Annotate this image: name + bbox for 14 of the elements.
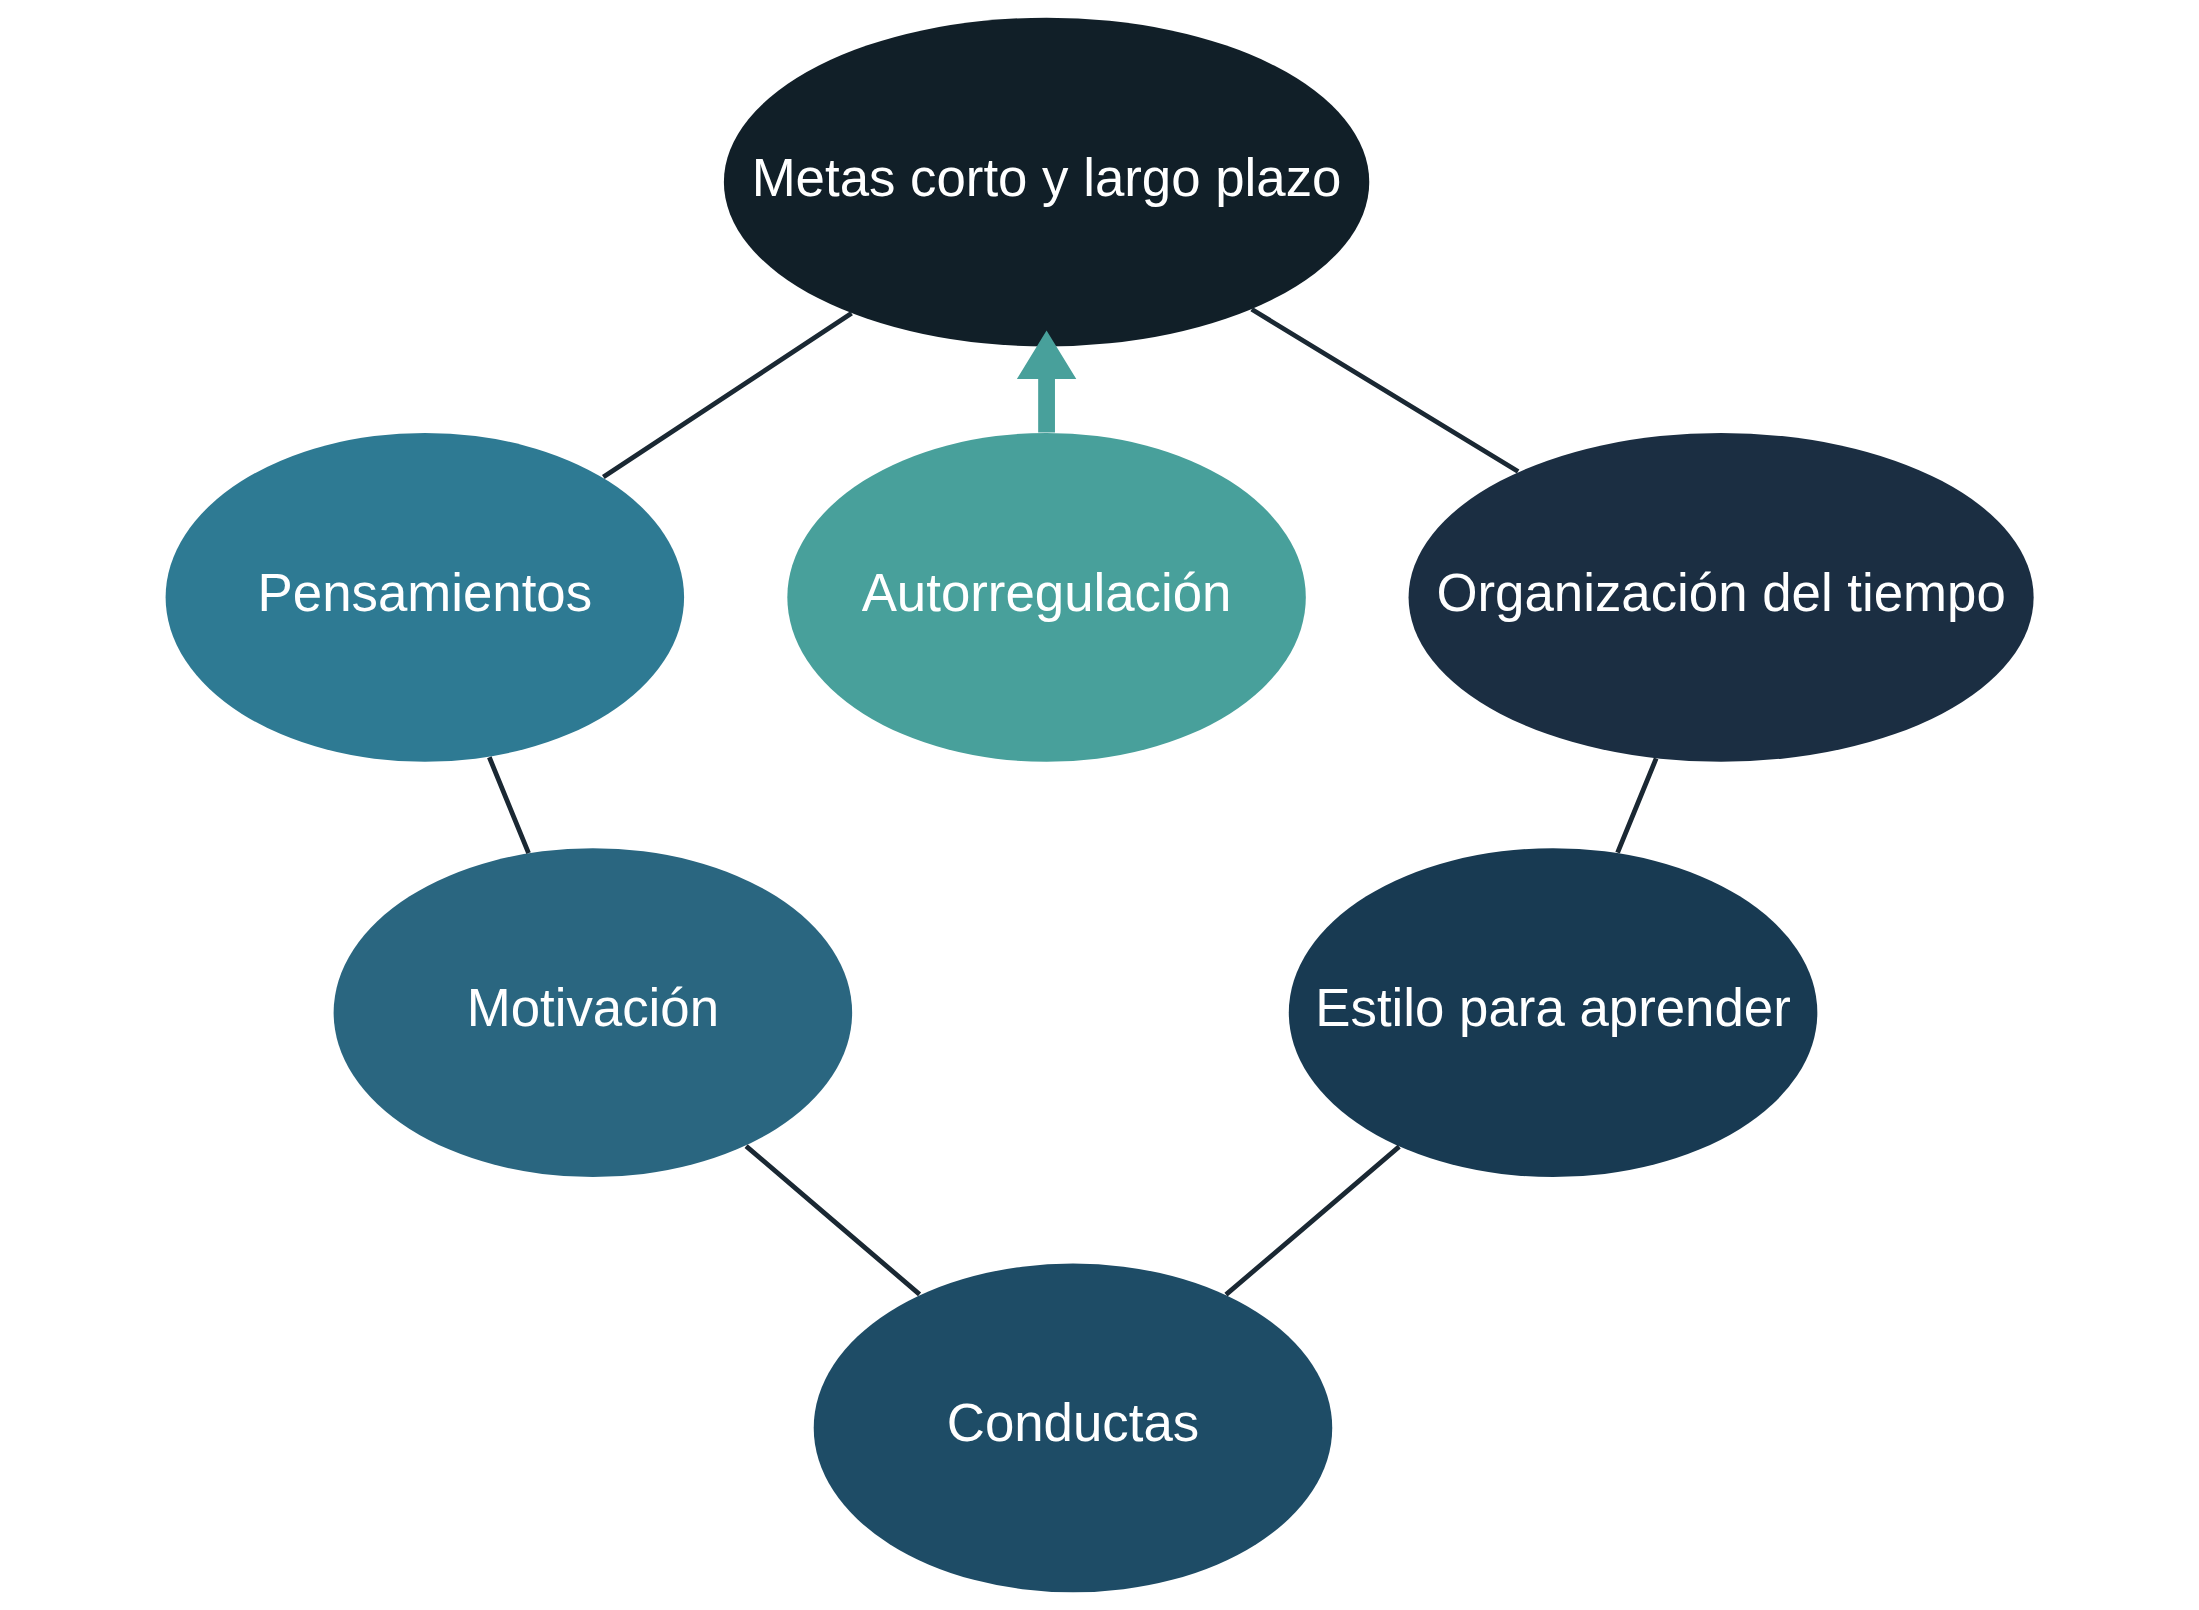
connector [1250,307,1520,474]
node-ellipse: Organización del tiempo [1408,432,2034,762]
node-ellipse: Autorregulación [787,432,1306,762]
connector [1224,1144,1401,1297]
connector [744,1144,922,1297]
connector [487,756,531,855]
node-ellipse: Metas corto y largo plazo [723,17,1370,347]
connector [1615,757,1659,854]
node-ellipse: Estilo para aprender [1288,848,1818,1178]
node-ellipse: Conductas [813,1263,1333,1593]
node-ellipse: Pensamientos [165,432,685,762]
arrow [1016,330,1077,433]
connector [602,311,853,480]
node-ellipse: Motivación [333,848,853,1178]
